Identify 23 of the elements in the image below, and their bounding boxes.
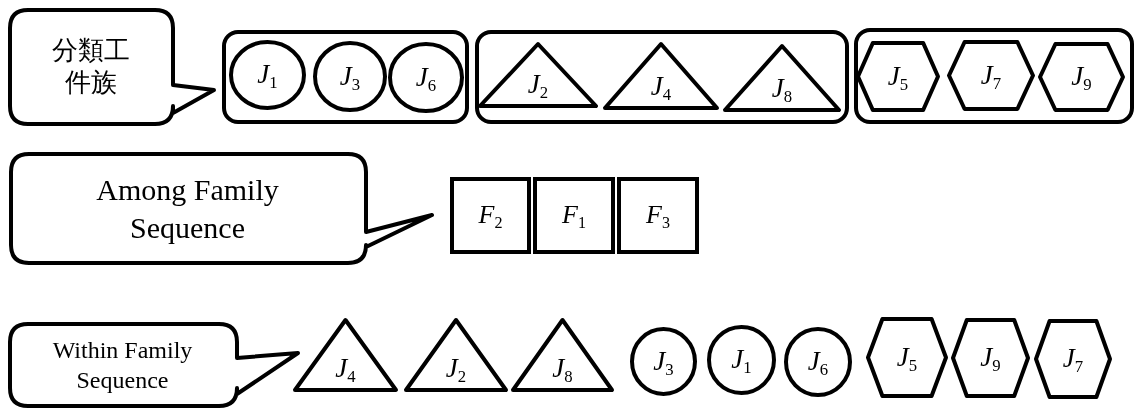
circle-node: J$_{6}$ xyxy=(388,42,464,113)
speech-bubble: Among Family Sequence xyxy=(9,152,434,265)
circle-node: J$_{1}$ xyxy=(707,325,776,395)
square-node: F$_{1}$ xyxy=(533,177,615,254)
hexagon-node: J$_{9}$ xyxy=(951,318,1030,398)
circle-node: J$_{3}$ xyxy=(630,327,697,396)
triangle-node: J$_{4}$ xyxy=(293,318,398,392)
group-box xyxy=(475,30,849,124)
triangle-node: J$_{2}$ xyxy=(478,42,598,108)
circle-node: J$_{6}$ xyxy=(784,327,852,397)
circle-node: J$_{3}$ xyxy=(313,41,387,112)
hexagon-node: J$_{5}$ xyxy=(866,317,948,398)
group-box xyxy=(222,30,469,124)
triangle-node: J$_{8}$ xyxy=(723,44,841,112)
triangle-node: J$_{2}$ xyxy=(404,318,508,392)
group-box xyxy=(854,28,1134,124)
triangle-node: J$_{4}$ xyxy=(603,42,719,110)
square-node: F$_{2}$ xyxy=(450,177,531,254)
hexagon-node: J$_{7}$ xyxy=(1034,319,1112,399)
triangle-node: J$_{8}$ xyxy=(511,318,614,392)
square-node: F$_{3}$ xyxy=(617,177,699,254)
speech-bubble: 分類工件族 xyxy=(8,8,216,126)
circle-node: J$_{1}$ xyxy=(229,40,306,110)
